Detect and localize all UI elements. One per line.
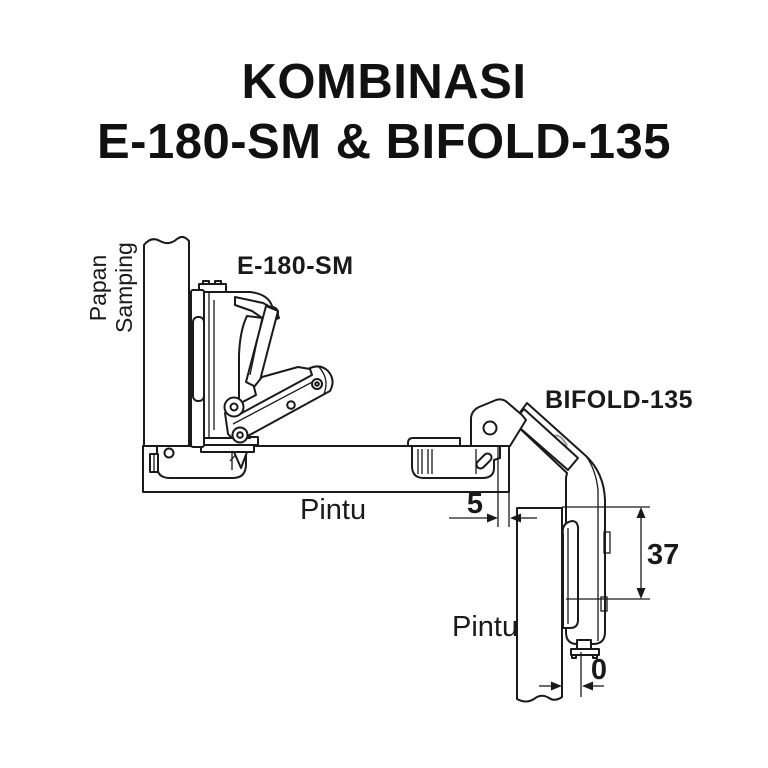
bifold-cup — [411, 445, 501, 479]
dimension-label-plate-height: 37 — [647, 539, 680, 571]
bifold-knuckle — [470, 398, 527, 447]
page-title: KOMBINASI E-180-SM & BIFOLD-135 — [0, 52, 768, 172]
dimension-0 — [539, 652, 604, 697]
dimension-label-gap: 5 — [466, 488, 484, 520]
dimension-5 — [449, 447, 537, 527]
door-label-right: Pintu — [452, 611, 519, 643]
door-label-left: Pintu — [300, 494, 367, 526]
hinge-label-e180: E-180-SM — [237, 252, 354, 280]
bifold-arm — [512, 402, 606, 645]
e180-hinge-drawing — [149, 280, 334, 479]
dimension-label-bottom-offset: 0 — [590, 654, 608, 686]
side-panel-label: Papan Samping — [85, 242, 137, 333]
side-panel-board — [143, 235, 190, 447]
title-line-1: KOMBINASI — [241, 55, 527, 109]
dimension-37 — [562, 506, 650, 600]
hinge-label-bifold: BIFOLD-135 — [545, 386, 694, 414]
door-panel-vertical — [516, 507, 563, 703]
title-line-2: E-180-SM & BIFOLD-135 — [96, 115, 672, 169]
bifold-hinge-drawing — [407, 398, 611, 659]
